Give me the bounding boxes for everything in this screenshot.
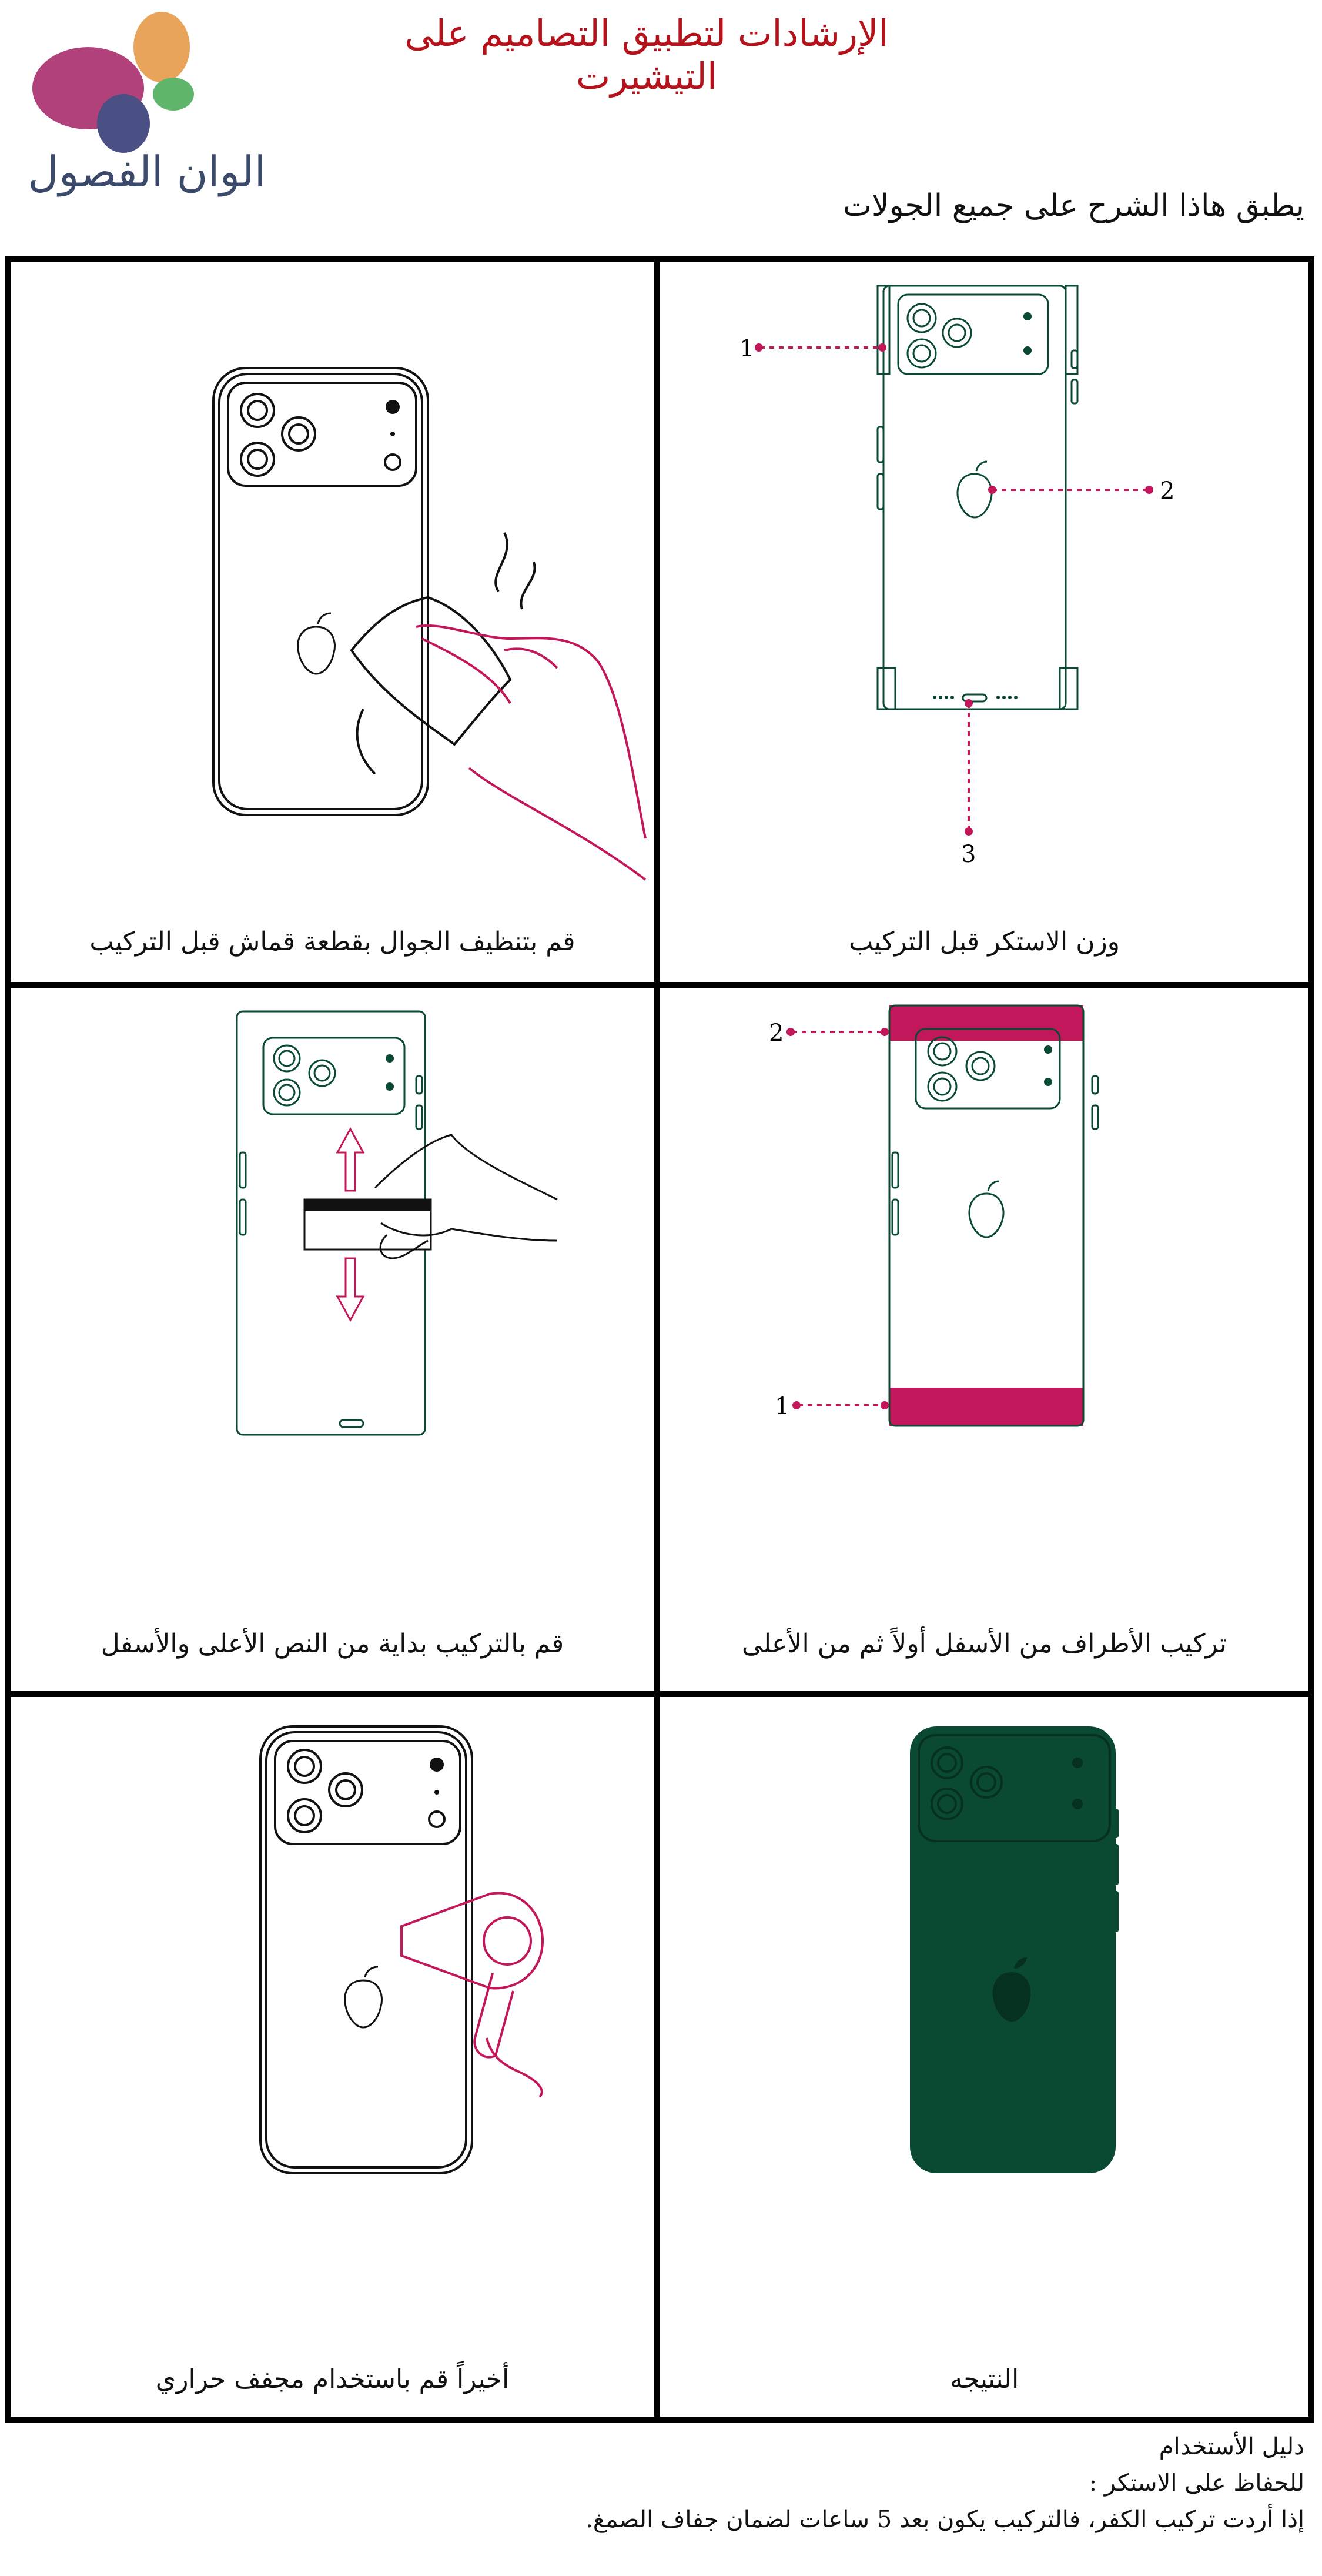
marker-2: 2 bbox=[1160, 477, 1174, 504]
cloth-icon bbox=[350, 532, 536, 775]
arrow-down-icon bbox=[336, 1257, 365, 1322]
notes-subheading: للحفاظ على الاستكر : bbox=[1089, 2470, 1304, 2497]
marker-1: 1 bbox=[775, 1393, 789, 1420]
caption-heat-dryer: أخيراً قم باستخدام مجفف حراري bbox=[155, 2364, 510, 2394]
grid-divider-row2 bbox=[5, 1691, 1314, 1697]
caption-result: النتيجه bbox=[949, 2364, 1019, 2394]
panel-edges-first: 2 1 تركيب الأطراف من الأسفل أولاً ثم من … bbox=[660, 988, 1308, 1691]
apple-logo-icon bbox=[297, 612, 336, 675]
apple-logo-icon bbox=[968, 1180, 1005, 1238]
notes-heading: دليل الأستخدام bbox=[1159, 2433, 1304, 2460]
caption-clean-phone: قم بتنظيف الجوال بقطعة قماش قبل التركيب bbox=[89, 927, 575, 957]
caption-edges-first: تركيب الأطراف من الأسفل أولاً ثم من الأع… bbox=[741, 1629, 1227, 1659]
hand-icon bbox=[374, 1134, 558, 1259]
bottom-edge-highlight bbox=[889, 1388, 1083, 1426]
page-subtitle: يطبق هاذا الشرح على جميع الجولات bbox=[842, 188, 1304, 223]
panel-clean-phone: قم بتنظيف الجوال بقطعة قماش قبل التركيب bbox=[11, 262, 654, 982]
grid-divider-vertical bbox=[654, 256, 660, 2423]
marker-2: 2 bbox=[769, 1020, 784, 1047]
notes-instruction: إذا أردت تركيب الكفر، فالتركيب يكون بعد … bbox=[585, 2506, 1304, 2533]
caption-sticker-template: وزن الاستكر قبل التركيب bbox=[848, 927, 1120, 957]
phone-back-icon bbox=[212, 367, 429, 816]
brand-logo: الوان الفصول bbox=[12, 6, 282, 200]
apple-logo-icon bbox=[992, 1957, 1031, 2022]
page-title: الإرشادات لتطبيق التصاميم على التيشيرت bbox=[404, 12, 889, 98]
marker-3: 3 bbox=[961, 841, 976, 868]
logo-petal-green bbox=[153, 78, 194, 111]
panel-sticker-template: 1 2 3 وزن الاستكر قبل التركيب bbox=[660, 262, 1308, 982]
phone-result-icon bbox=[910, 1726, 1119, 2173]
usage-notes: دليل الأستخدام للحفاظ على الاستكر : إذا … bbox=[585, 2428, 1304, 2538]
logo-text: الوان الفصول bbox=[28, 147, 266, 196]
hand-icon bbox=[416, 624, 647, 881]
card-icon bbox=[303, 1198, 432, 1251]
logo-petal-navy bbox=[97, 94, 150, 153]
panel-apply-middle: قم بالتركيب بداية من النص الأعلى والأسفل bbox=[11, 988, 654, 1691]
top-edge-highlight bbox=[889, 1005, 1083, 1041]
marker-1: 1 bbox=[739, 335, 754, 362]
caption-apply-middle: قم بالتركيب بداية من النص الأعلى والأسفل bbox=[101, 1629, 564, 1659]
panel-heat-dryer: أخيراً قم باستخدام مجفف حراري bbox=[11, 1697, 654, 2417]
phone-back-icon bbox=[259, 1725, 473, 2174]
phone-back-icon bbox=[888, 1004, 1099, 1427]
hair-dryer-icon bbox=[400, 1892, 544, 2098]
apple-logo-icon bbox=[344, 1966, 383, 2029]
arrow-up-icon bbox=[336, 1127, 365, 1192]
phone-back-icon bbox=[876, 285, 1079, 710]
panel-result: النتيجه bbox=[660, 1697, 1308, 2417]
grid-divider-row1 bbox=[5, 982, 1314, 988]
apple-logo-icon bbox=[956, 460, 993, 519]
logo-petal-orange bbox=[133, 12, 190, 82]
